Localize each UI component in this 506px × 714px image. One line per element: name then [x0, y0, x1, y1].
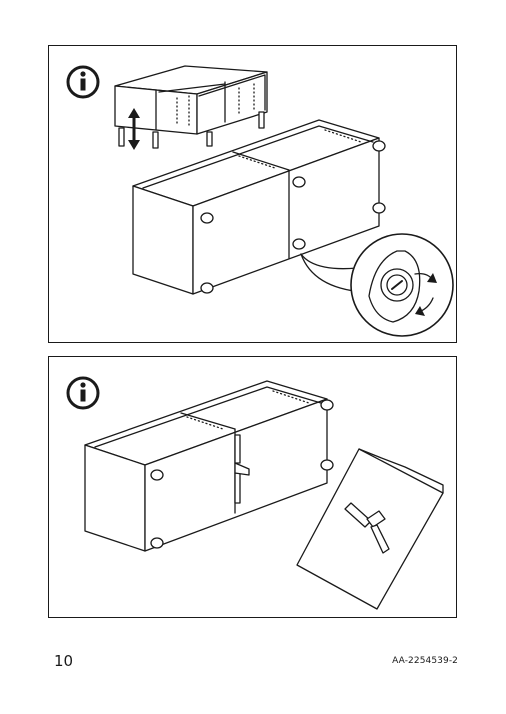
leg-adjustment-illustration	[66, 65, 454, 337]
leg	[150, 399, 334, 549]
connector-bracket	[234, 434, 250, 504]
small-cabinet-illustration	[114, 65, 268, 150]
document-code: AA-2254539-2	[392, 656, 458, 666]
cabinet-frame-illustration	[84, 380, 334, 552]
page-number: 10	[54, 652, 74, 670]
info-icon	[66, 65, 100, 99]
connector-illustration	[66, 376, 444, 610]
info-icon	[66, 376, 100, 410]
cabinet-frame-illustration	[132, 119, 386, 295]
leg-detail-callout	[350, 233, 454, 337]
bracket-detail-sheet	[296, 448, 444, 610]
instruction-panel-connector	[48, 356, 457, 618]
height-adjust-arrow-icon	[128, 108, 140, 150]
leg	[200, 140, 386, 294]
instruction-panel-leg-adjustment	[48, 45, 457, 343]
